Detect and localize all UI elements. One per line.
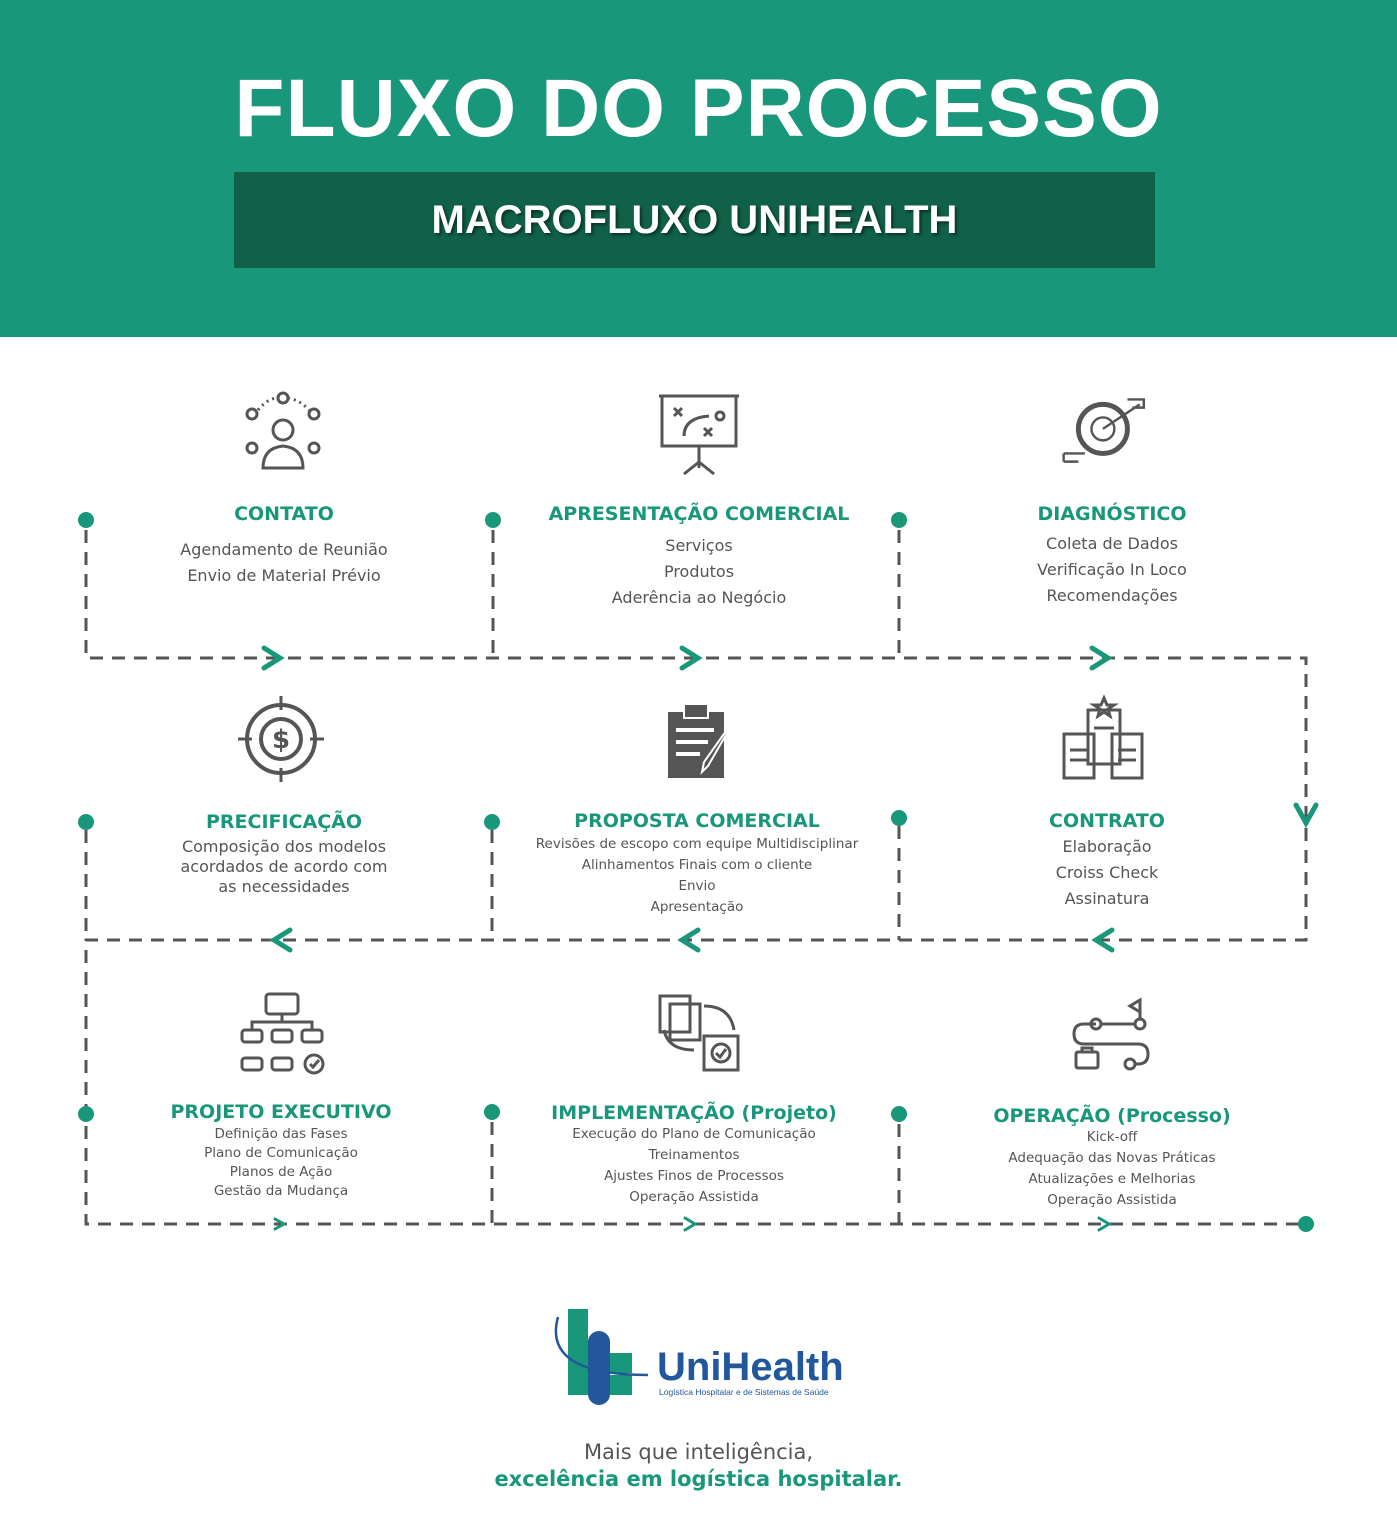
brand-subtitle: Logística Hospitalar e de Sistemas de Sa…: [659, 1387, 829, 1397]
header-banner: FLUXO DO PROCESSO MACROFLUXO UNIHEALTH: [0, 0, 1397, 337]
step-line: Adequação das Novas Práticas: [1008, 1150, 1216, 1166]
unihealth-logo-icon: [554, 1309, 649, 1405]
step-line: Treinamentos: [648, 1147, 740, 1163]
tagline-line-1: Mais que inteligência,: [583, 1440, 814, 1464]
step-line: Atualizações e Melhorias: [1028, 1171, 1196, 1187]
step-line: Revisões de escopo com equipe Multidisci…: [535, 836, 859, 852]
step-line: Assinatura: [1064, 889, 1150, 908]
step-line: Ajustes Finos de Processos: [604, 1168, 784, 1184]
arrow-right-icon: [1097, 1216, 1112, 1232]
flow-dot: [78, 512, 94, 528]
page-title: FLUXO DO PROCESSO: [234, 63, 1163, 154]
step-line: Definição das Fases: [214, 1126, 348, 1142]
step-line: Composição dos modelos: [181, 837, 387, 856]
arrow-right-icon: [261, 645, 285, 671]
step-line: Apresentação: [650, 899, 744, 915]
tagline-line-2: excelência em logística hospitalar.: [494, 1467, 903, 1491]
flow-dot: [891, 512, 907, 528]
clipboard-pen-icon: [668, 703, 739, 778]
step-line: Execução do Plano de Comunicação: [572, 1126, 816, 1142]
flowchart-icon: [240, 992, 325, 1075]
step-proposta-comercial: PROPOSTA COMERCIAL Revisões de escopo co…: [497, 810, 897, 918]
flow-line-row-1: [84, 530, 1308, 1226]
step-operacao: OPERAÇÃO (Processo) Kick-off Adequação d…: [922, 1105, 1302, 1211]
flow-dot-end: [1298, 1216, 1314, 1232]
step-line: Produtos: [663, 562, 735, 581]
documents-star-icon: [1062, 694, 1144, 780]
brand-name: UniHealth: [657, 1345, 844, 1389]
step-diagnostico: DIAGNÓSTICO Coleta de Dados Verificação …: [922, 503, 1302, 609]
svg-text:$: $: [272, 725, 290, 755]
subtitle-band: MACROFLUXO UNIHEALTH: [234, 172, 1155, 268]
step-projeto-executivo: PROJETO EXECUTIVO Definição das Fases Pl…: [91, 1101, 471, 1201]
step-line: Serviços: [665, 536, 733, 555]
arrow-left-icon: [1091, 927, 1115, 953]
step-line: Croiss Check: [1055, 863, 1159, 882]
arrow-left-icon: [677, 927, 701, 953]
route-flag-icon: [1072, 997, 1150, 1071]
step-title: OPERAÇÃO (Processo): [993, 1105, 1231, 1127]
step-line: acordados de acordo com: [180, 857, 388, 876]
step-line: Operação Assistida: [629, 1189, 759, 1205]
step-line: Envio de Material Prévio: [187, 566, 381, 585]
step-title: DIAGNÓSTICO: [1037, 503, 1187, 525]
dollar-target-icon: $: [238, 696, 324, 782]
flow-dot: [78, 1106, 94, 1122]
step-line: Aderência ao Negócio: [611, 588, 787, 607]
arrow-right-icon: [273, 1217, 288, 1231]
step-contrato: CONTRATO Elaboração Croiss Check Assinat…: [917, 810, 1297, 912]
flow-dot: [78, 814, 94, 830]
step-line: Alinhamentos Finais com o cliente: [581, 857, 813, 873]
step-line: as necessidades: [218, 877, 350, 896]
people-network-icon: [245, 391, 321, 470]
step-line: Planos de Ação: [229, 1164, 333, 1180]
step-title: IMPLEMENTAÇÃO (Projeto): [551, 1102, 837, 1124]
step-line: Agendamento de Reunião: [180, 540, 388, 559]
step-line: Envio: [678, 878, 716, 894]
step-line: Plano de Comunicação: [204, 1145, 358, 1161]
step-line: Operação Assistida: [1047, 1192, 1177, 1208]
step-title: APRESENTAÇÃO COMERCIAL: [548, 503, 850, 525]
arrow-right-icon: [679, 645, 703, 671]
flow-dot: [485, 512, 501, 528]
step-line: Elaboração: [1062, 837, 1152, 856]
arrow-left-icon: [269, 927, 293, 953]
arrow-right-icon: [1089, 645, 1113, 671]
presentation-board-icon: [659, 394, 739, 476]
arrow-right-icon: [683, 1216, 698, 1232]
step-line: Gestão da Mudança: [213, 1183, 349, 1199]
flow-dot: [484, 1104, 500, 1120]
step-contato: CONTATO Agendamento de Reunião Envio de …: [94, 503, 474, 589]
step-line: Recomendações: [1046, 586, 1178, 605]
step-title: PROJETO EXECUTIVO: [170, 1101, 392, 1123]
step-apresentacao-comercial: APRESENTAÇÃO COMERCIAL Serviços Produtos…: [509, 503, 889, 611]
documents-cycle-icon: [658, 994, 740, 1072]
step-line: Coleta de Dados: [1046, 534, 1178, 553]
flow-dot: [891, 810, 907, 826]
step-precificacao: PRECIFICAÇÃO Composição dos modelos acor…: [94, 811, 474, 897]
step-title: PRECIFICAÇÃO: [205, 811, 363, 833]
flow-dot: [891, 1106, 907, 1122]
target-gauge-icon: [1062, 398, 1146, 463]
step-line: Verificação In Loco: [1037, 560, 1187, 579]
step-line: Kick-off: [1086, 1129, 1138, 1145]
step-title: CONTRATO: [1049, 810, 1165, 832]
step-title: CONTATO: [234, 503, 334, 525]
step-title: PROPOSTA COMERCIAL: [574, 810, 820, 832]
step-implementacao: IMPLEMENTAÇÃO (Projeto) Execução do Plan…: [504, 1102, 884, 1208]
flow-dot: [484, 814, 500, 830]
page-subtitle: MACROFLUXO UNIHEALTH: [431, 197, 958, 242]
arrow-down-icon: [1293, 802, 1319, 829]
